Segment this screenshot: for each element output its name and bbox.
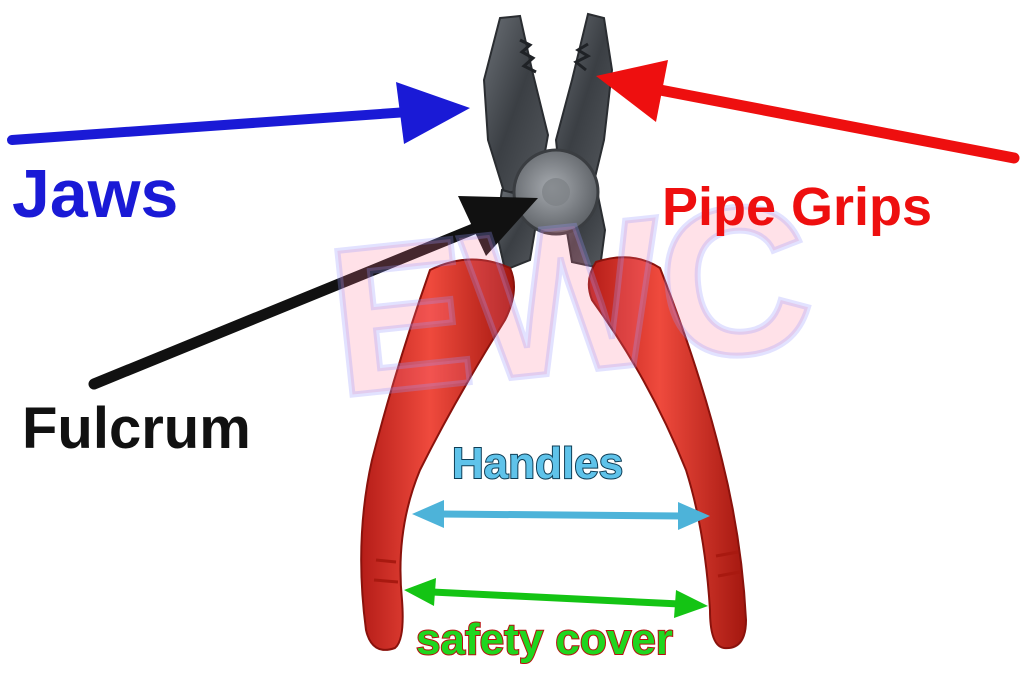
jaw-teeth bbox=[519, 38, 592, 74]
pipe-grips-arrow-shaft bbox=[654, 84, 1020, 164]
handles-arrow-head-right bbox=[678, 502, 710, 530]
jaws-label: Jaws bbox=[12, 156, 179, 232]
grip-ridges bbox=[373, 550, 741, 584]
safety-cover-label: safety cover bbox=[415, 615, 674, 664]
pipe-grips-arrow-head bbox=[596, 60, 668, 122]
fulcrum-label: Fulcrum bbox=[22, 396, 251, 461]
handles-label: Handles bbox=[451, 439, 624, 488]
safety-cover-arrow-shaft bbox=[431, 588, 681, 608]
jaws-arrow-shaft bbox=[7, 107, 413, 145]
fulcrum-arrow-head bbox=[458, 196, 538, 256]
pipe-grips-label: Pipe Grips bbox=[662, 177, 933, 237]
handles-arrow-shaft bbox=[439, 510, 683, 520]
jaws-arrow-head bbox=[396, 82, 470, 144]
safety-cover-arrow-head-right bbox=[674, 590, 708, 618]
right-handle-grip bbox=[587, 256, 748, 650]
fulcrum-arrow-shaft bbox=[88, 222, 482, 390]
left-handle-grip bbox=[360, 258, 515, 651]
safety-cover-arrow-head-left bbox=[404, 578, 436, 606]
handles-arrow-head-left bbox=[412, 500, 444, 528]
pivot-center bbox=[542, 178, 570, 206]
